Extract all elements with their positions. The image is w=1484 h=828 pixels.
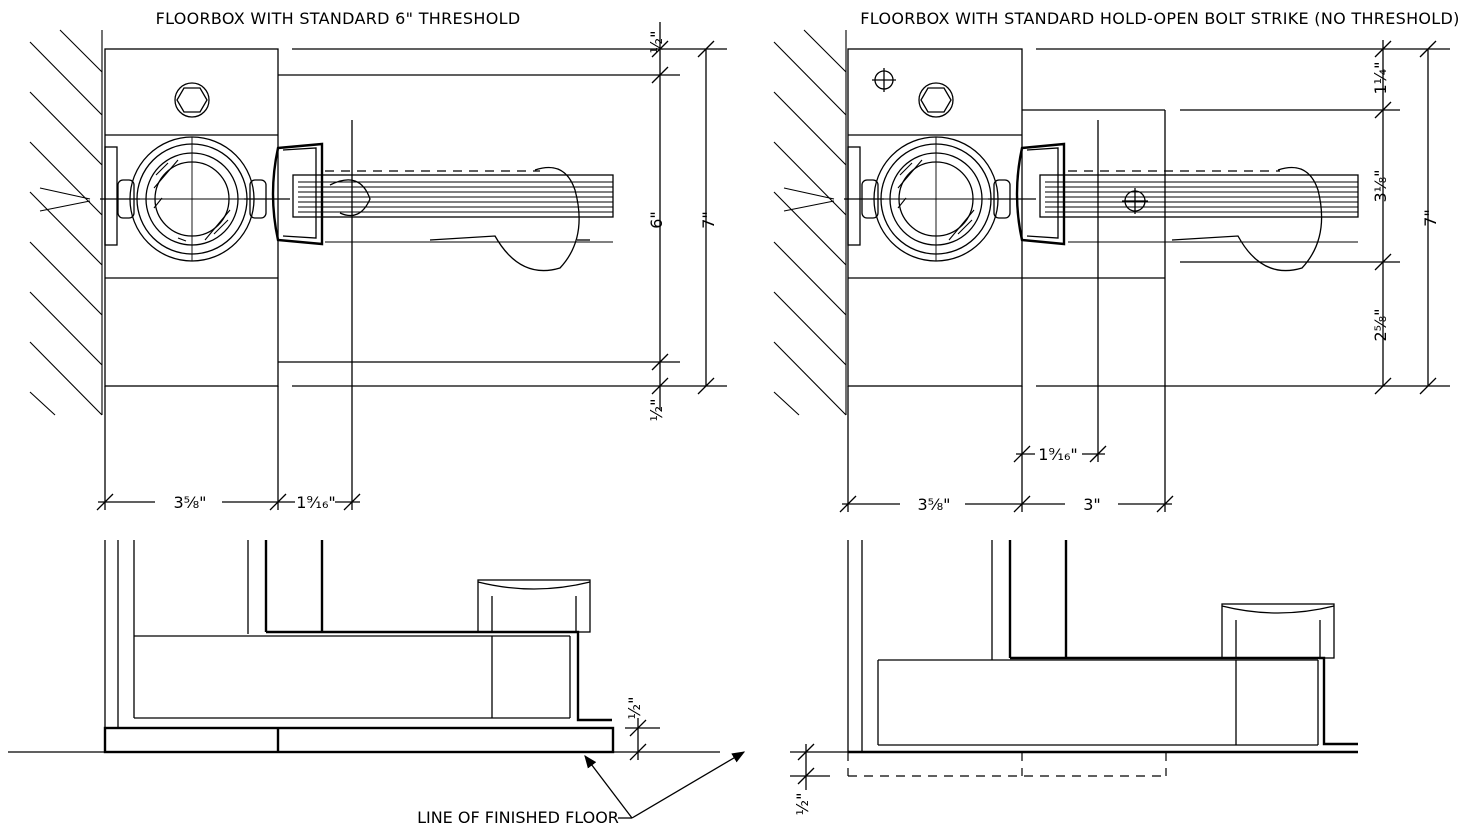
right-title: FLOORBOX WITH STANDARD HOLD-OPEN BOLT ST… [860, 9, 1459, 28]
left-horizontal-dimensions: 3⅝" 1⁹⁄₁₆" [96, 120, 361, 512]
right-dim-quarter: 1¼" [1371, 61, 1390, 94]
right-dim-offset: 1⁹⁄₁₆" [1038, 445, 1077, 464]
left-dim-top-half: ½" [647, 31, 666, 54]
left-plan-view: FLOORBOX WITH STANDARD 6" THRESHOLD [29, 9, 727, 512]
left-dim-threshold-half: ½" [625, 697, 644, 720]
right-pivot-spindle [844, 136, 1036, 262]
right-vertical-dimensions: 1¼" 3⅛" 2⅝" 7" [1360, 40, 1450, 395]
right-section-view: ½" [790, 540, 1358, 815]
left-threshold-arm [271, 142, 614, 272]
left-pivot-spindle [100, 136, 290, 262]
left-floorbox-body [104, 48, 625, 387]
right-dim-seven: 7" [1421, 209, 1440, 227]
right-plan-view: FLOORBOX WITH STANDARD HOLD-OPEN BOLT ST… [773, 9, 1459, 514]
left-vertical-dimensions: ½" 6" 7" ½" [625, 22, 727, 421]
finished-floor-callout: LINE OF FINISHED FLOOR [417, 751, 746, 827]
left-dim-width-b: 1⁹⁄₁₆" [296, 493, 335, 512]
left-section-view: ½" [8, 540, 720, 761]
right-wall-hatch [773, 29, 847, 416]
right-floorbox-body [847, 48, 1360, 387]
left-dim-bottom-half: ½" [647, 399, 666, 422]
finished-floor-label: LINE OF FINISHED FLOOR [417, 808, 619, 827]
left-dim-seven: 7" [699, 211, 718, 229]
right-screw-icon [872, 68, 896, 92]
left-hex-bolt-icon [174, 82, 210, 118]
right-hex-bolt-icon [918, 82, 954, 118]
right-dim-three-eighth: 3⅛" [1371, 169, 1390, 202]
left-dim-six: 6" [647, 211, 666, 229]
right-horizontal-dimensions: 1⁹⁄₁₆" 3⅝" 3" [839, 120, 1174, 514]
left-wall-hatch [29, 29, 103, 416]
right-dim-two-five-eighth: 2⅝" [1371, 308, 1390, 341]
left-title: FLOORBOX WITH STANDARD 6" THRESHOLD [156, 9, 521, 28]
left-dim-width-a: 3⅝" [173, 493, 206, 512]
right-strike-arm [1015, 142, 1359, 272]
right-dim-recess-half: ½" [793, 793, 812, 816]
right-dim-width-a: 3⅝" [917, 495, 950, 514]
right-dim-width-b: 3" [1083, 495, 1101, 514]
